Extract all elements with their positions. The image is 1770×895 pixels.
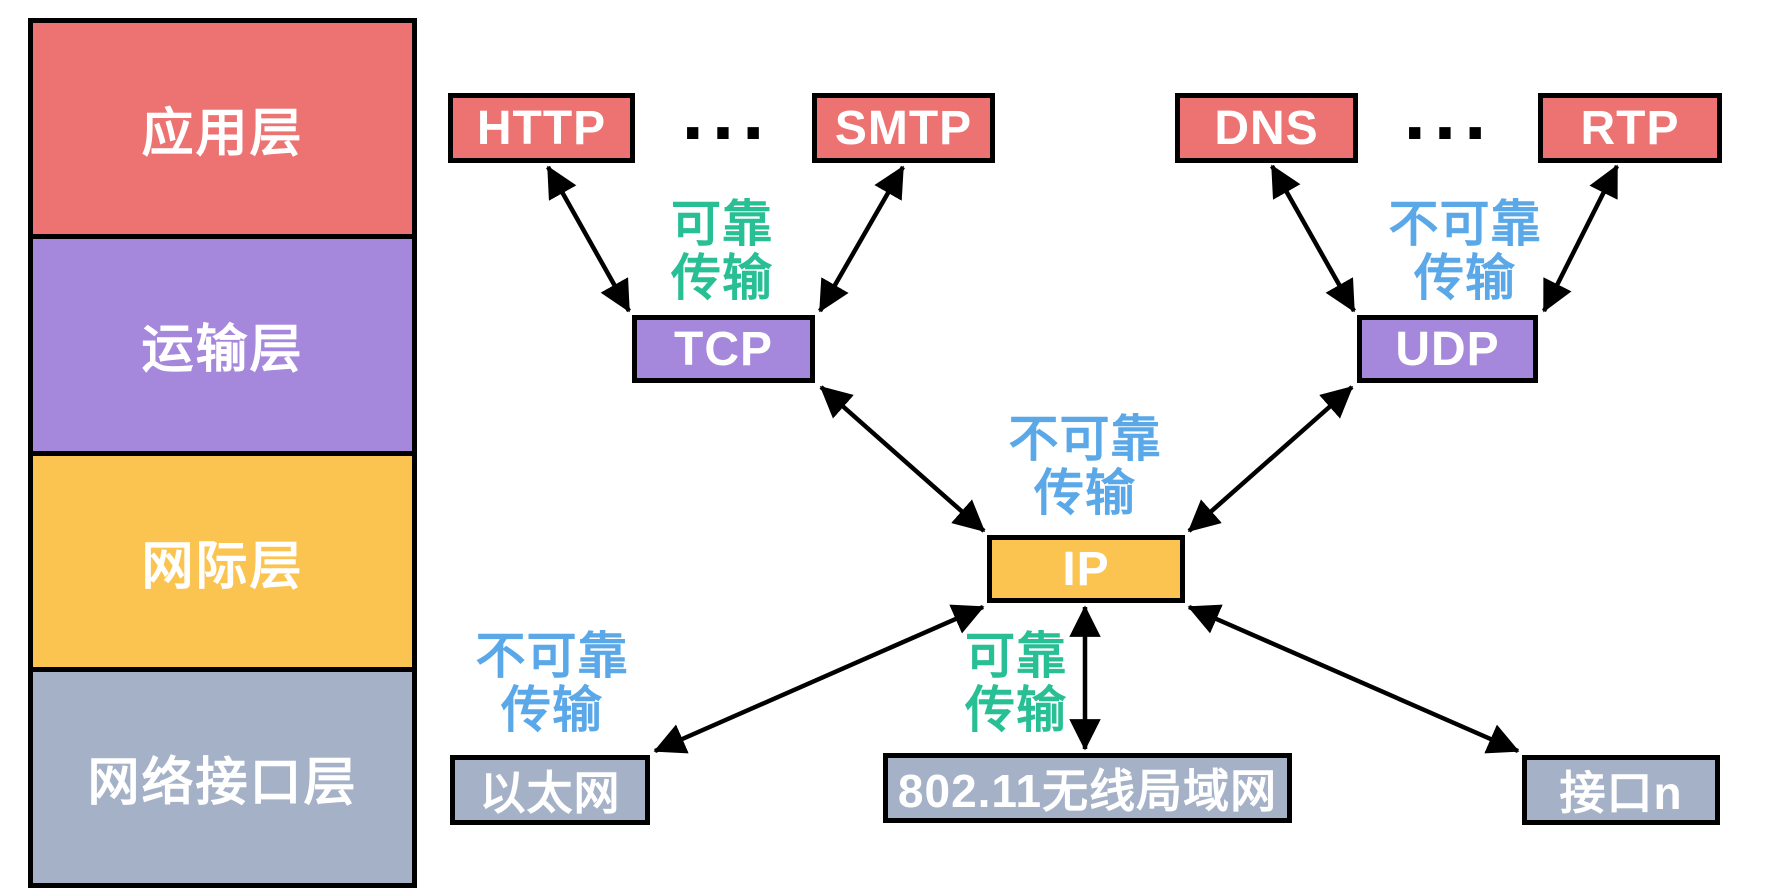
annotation-line: 可靠	[671, 196, 773, 252]
annotation-ethernet-unreliable: 不可靠 传输	[427, 629, 677, 737]
annotation-udp-unreliable: 不可靠 传输	[1340, 197, 1590, 305]
node-udp: UDP	[1357, 315, 1538, 383]
annotation-line: 传输	[1414, 250, 1516, 306]
annotation-line: 传输	[1034, 465, 1136, 521]
node-dns: DNS	[1175, 93, 1358, 163]
node-ip: IP	[987, 535, 1185, 603]
node-rtp: RTP	[1538, 93, 1722, 163]
arrow-http-tcp	[546, 165, 631, 313]
node-wlan-802-11: 802.11无线局域网	[883, 753, 1292, 823]
node-ethernet: 以太网	[450, 755, 650, 825]
annotation-line: 不可靠	[1388, 196, 1542, 252]
node-tcp: TCP	[632, 315, 815, 383]
arrow-dns-udp	[1270, 164, 1356, 313]
annotation-line: 传输	[501, 682, 603, 738]
annotation-line: 传输	[671, 250, 773, 306]
node-smtp: SMTP	[812, 93, 995, 163]
arrow-tcp-ip	[819, 385, 986, 533]
stack-layer-transport: 运输层	[33, 234, 412, 451]
annotation-ip-unreliable: 不可靠 传输	[960, 412, 1210, 520]
arrow-udp-ip	[1187, 385, 1354, 533]
stack-layer-network-interface: 网络接口层	[33, 666, 412, 883]
node-http: HTTP	[448, 93, 635, 163]
arrow-smtp-tcp	[818, 165, 905, 313]
protocol-stack: 应用层 运输层 网际层 网络接口层	[28, 18, 417, 888]
arrow-rtp-udp	[1541, 164, 1620, 313]
annotation-tcp-reliable: 可靠 传输	[597, 197, 847, 305]
stack-layer-internet: 网际层	[33, 450, 412, 667]
stack-layer-application: 应用层	[33, 23, 412, 235]
arrow-ip-ethernet	[653, 604, 985, 754]
annotation-line: 不可靠	[475, 628, 629, 684]
ellipsis-icon-left: ...	[681, 67, 773, 156]
annotation-line: 不可靠	[1008, 411, 1162, 467]
ellipsis-icon-right: ...	[1403, 67, 1495, 156]
annotation-wlan-reliable: 可靠 传输	[891, 629, 1141, 737]
annotation-line: 传输	[965, 682, 1067, 738]
node-interface-n: 接口n	[1522, 755, 1720, 825]
annotation-line: 可靠	[965, 628, 1067, 684]
arrow-ip-interface	[1187, 604, 1520, 754]
